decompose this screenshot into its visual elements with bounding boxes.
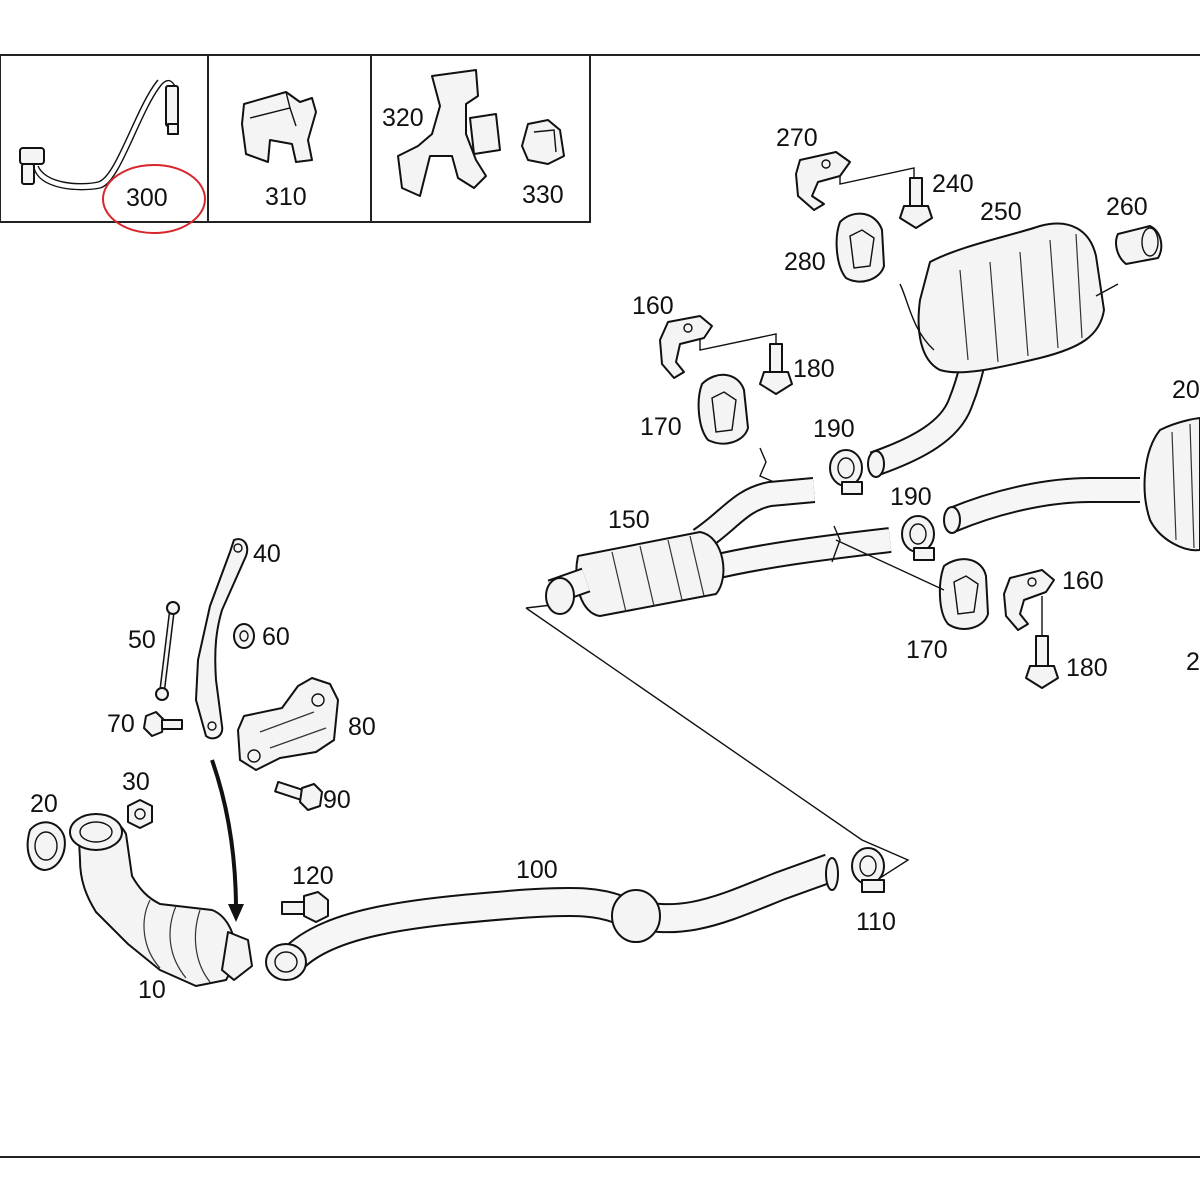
label-190-upper: 190: [813, 415, 855, 443]
washer-60[interactable]: 60: [233, 623, 290, 651]
bolt-180-upper[interactable]: 180: [759, 343, 835, 395]
engine-bracket-80[interactable]: 80: [237, 677, 376, 771]
support-rod-50[interactable]: 50: [128, 601, 180, 701]
clamp-110[interactable]: 110: [851, 847, 896, 936]
label-60: 60: [262, 623, 290, 651]
bolt-70[interactable]: 70: [107, 710, 183, 738]
tailpipe-tip-260[interactable]: 260: [1106, 193, 1163, 265]
label-260: 260: [1106, 193, 1148, 221]
label-300: 300: [126, 184, 168, 212]
label-250: 250: [980, 198, 1022, 226]
rubber-hanger-170-lower[interactable]: 170: [835, 539, 989, 664]
hanger-270[interactable]: 270: [776, 124, 915, 211]
nut-30[interactable]: 30: [122, 768, 153, 829]
label-180-upper: 180: [793, 355, 835, 383]
clamp-190-lower[interactable]: 190: [890, 483, 935, 561]
label-280: 280: [784, 248, 826, 276]
bolt-240[interactable]: 240: [899, 170, 974, 229]
label-110: 110: [856, 908, 896, 936]
bracket-320[interactable]: 320: [382, 69, 501, 197]
gasket-20[interactable]: 20: [26, 790, 66, 871]
label-200-lower: 2: [1186, 648, 1200, 676]
label-150: 150: [608, 506, 650, 534]
label-160-upper: 160: [632, 292, 674, 320]
rear-muffler-250[interactable]: 250: [867, 198, 1119, 478]
label-100: 100: [516, 856, 558, 884]
label-70: 70: [107, 710, 135, 738]
clip-330[interactable]: 330: [521, 119, 565, 209]
label-180-lower: 180: [1066, 654, 1108, 682]
label-320: 320: [382, 104, 424, 132]
bolt-90[interactable]: 90: [274, 780, 351, 814]
rubber-hanger-280[interactable]: 280: [784, 212, 885, 283]
label-170-upper: 170: [640, 413, 682, 441]
label-20: 20: [30, 790, 58, 818]
label-310: 310: [265, 183, 307, 211]
label-240: 240: [932, 170, 974, 198]
oxygen-sensor-300[interactable]: 300: [19, 79, 206, 234]
highlight-circle: [102, 164, 206, 234]
center-pipe-150[interactable]: 150: [545, 447, 892, 617]
label-80: 80: [348, 713, 376, 741]
rear-muffler-200[interactable]: 20 2: [943, 376, 1200, 676]
assembly-arrow-icon: [210, 759, 244, 922]
leader-lines: [525, 603, 910, 879]
label-170-lower: 170: [906, 636, 948, 664]
rubber-hanger-170-upper[interactable]: 170: [640, 374, 749, 445]
label-200-upper: 20: [1172, 376, 1200, 404]
label-190-lower: 190: [890, 483, 932, 511]
hanger-160-lower[interactable]: 160: [1003, 567, 1104, 636]
label-10: 10: [138, 976, 166, 1004]
front-pipe-100[interactable]: 100: [265, 853, 839, 981]
bracket-310[interactable]: 310: [241, 91, 317, 211]
bolt-180-lower[interactable]: 180: [1025, 635, 1108, 689]
label-40: 40: [253, 540, 281, 568]
clamp-190-upper[interactable]: 190: [813, 415, 863, 495]
label-330: 330: [522, 181, 564, 209]
label-120: 120: [292, 862, 334, 890]
label-270: 270: [776, 124, 818, 152]
bolt-120[interactable]: 120: [281, 862, 334, 923]
label-160-lower: 160: [1062, 567, 1104, 595]
bracket-strap-40[interactable]: 40: [195, 538, 281, 740]
label-50: 50: [128, 626, 156, 654]
hanger-160-upper[interactable]: 160: [632, 292, 777, 379]
label-30: 30: [122, 768, 150, 796]
catalytic-converter-10[interactable]: 10: [69, 813, 253, 1004]
label-90: 90: [323, 786, 351, 814]
